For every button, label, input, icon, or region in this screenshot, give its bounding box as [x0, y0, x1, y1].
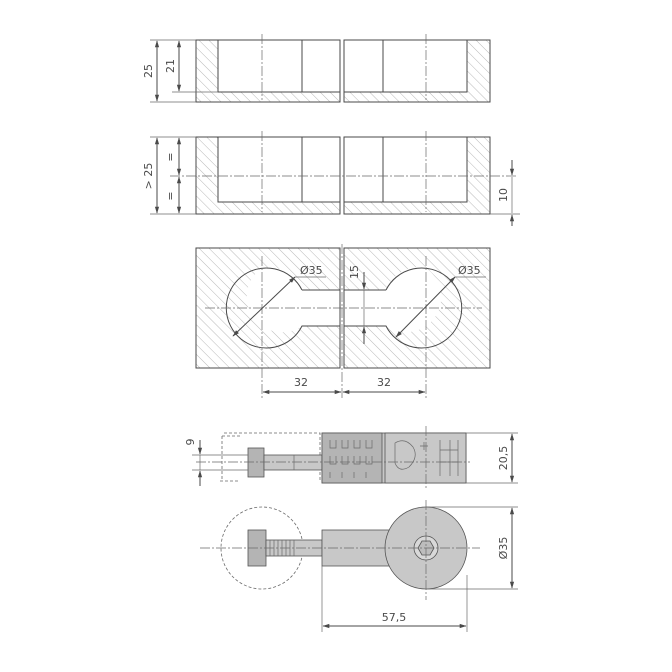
- equal-mark-bottom: =: [164, 191, 177, 200]
- dimension-bolt-9: 9: [184, 439, 248, 486]
- dimension-channel-15: 15: [348, 265, 367, 344]
- cam-height-label: 20,5: [497, 446, 510, 471]
- bore-left-diameter-label: Ø35: [300, 264, 323, 277]
- cam-diameter-label: Ø35: [497, 537, 510, 560]
- dimension-offset-10: 10: [490, 160, 520, 226]
- depth-gt25-label: > 25: [142, 163, 155, 190]
- spacing-left-label: 32: [294, 376, 308, 389]
- offset-10-label: 10: [497, 188, 510, 202]
- connector-side-view: [196, 426, 470, 490]
- bolt-9-label: 9: [184, 439, 197, 446]
- channel-15-label: 15: [348, 265, 361, 279]
- dimension-length-57-5: 57,5: [321, 566, 468, 632]
- equal-mark-top: =: [164, 152, 177, 161]
- depth-25-label: 25: [142, 64, 155, 78]
- plan-view-bores: [195, 244, 491, 398]
- dimension-depth-25: 25 21: [142, 39, 218, 103]
- section-view-deep: [170, 131, 516, 215]
- dimension-cam-diameter: Ø35: [426, 506, 518, 590]
- connector-top-view: [200, 500, 480, 600]
- dimension-cam-height: 20,5: [466, 432, 518, 484]
- bore-right-diameter-label: Ø35: [458, 264, 481, 277]
- section-view-shallow: [195, 34, 491, 103]
- spacing-right-label: 32: [377, 376, 391, 389]
- depth-21-label: 21: [164, 59, 177, 73]
- dimension-spacing-32: 32 32: [262, 376, 426, 395]
- dimension-bore-diameters: Ø35 Ø35: [232, 264, 486, 338]
- dimension-depth-gt25: > 25 = =: [142, 136, 196, 215]
- length-57-5-label: 57,5: [382, 611, 407, 624]
